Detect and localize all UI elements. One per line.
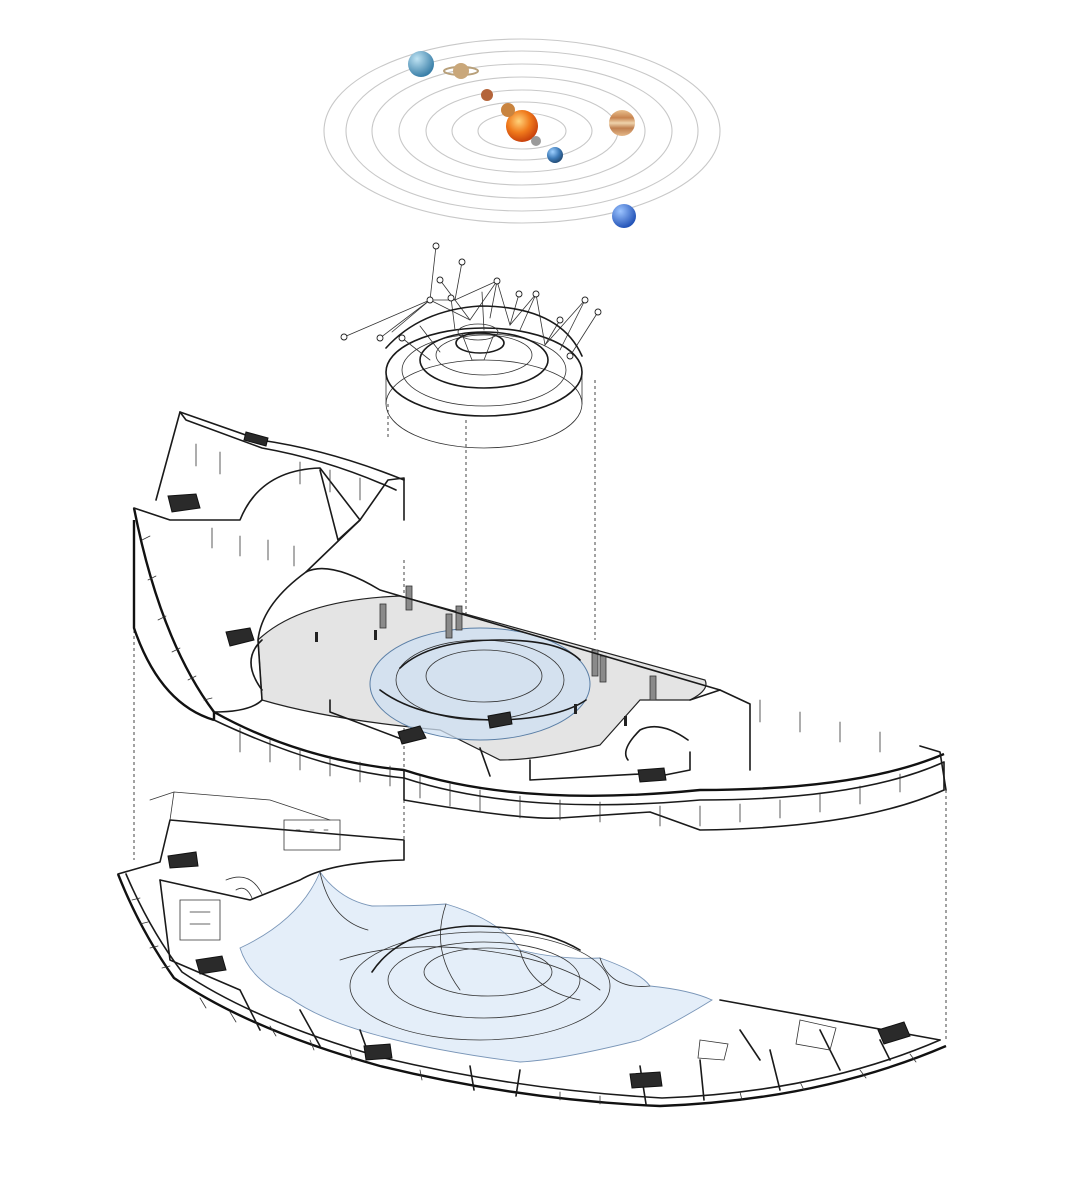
neptune-icon xyxy=(612,204,636,228)
orbit-rings xyxy=(323,38,721,224)
earth-icon xyxy=(547,147,563,163)
canopy-sculpture-layer xyxy=(340,242,602,449)
solar-system-layer xyxy=(323,38,721,228)
ground-facade-fins xyxy=(131,897,917,1105)
ground-floor-layer xyxy=(116,791,947,1108)
jupiter-icon xyxy=(609,110,635,136)
upper-level-layer xyxy=(132,411,947,831)
people-figures xyxy=(315,630,627,726)
tensile-membrane xyxy=(239,871,713,1063)
mars-icon xyxy=(481,89,493,101)
facade-fins xyxy=(141,443,901,827)
mercury-icon xyxy=(531,136,541,146)
sun-icon xyxy=(506,110,538,142)
saturn-icon xyxy=(443,63,479,79)
uranus-icon xyxy=(408,51,434,77)
venus-icon xyxy=(501,103,515,117)
